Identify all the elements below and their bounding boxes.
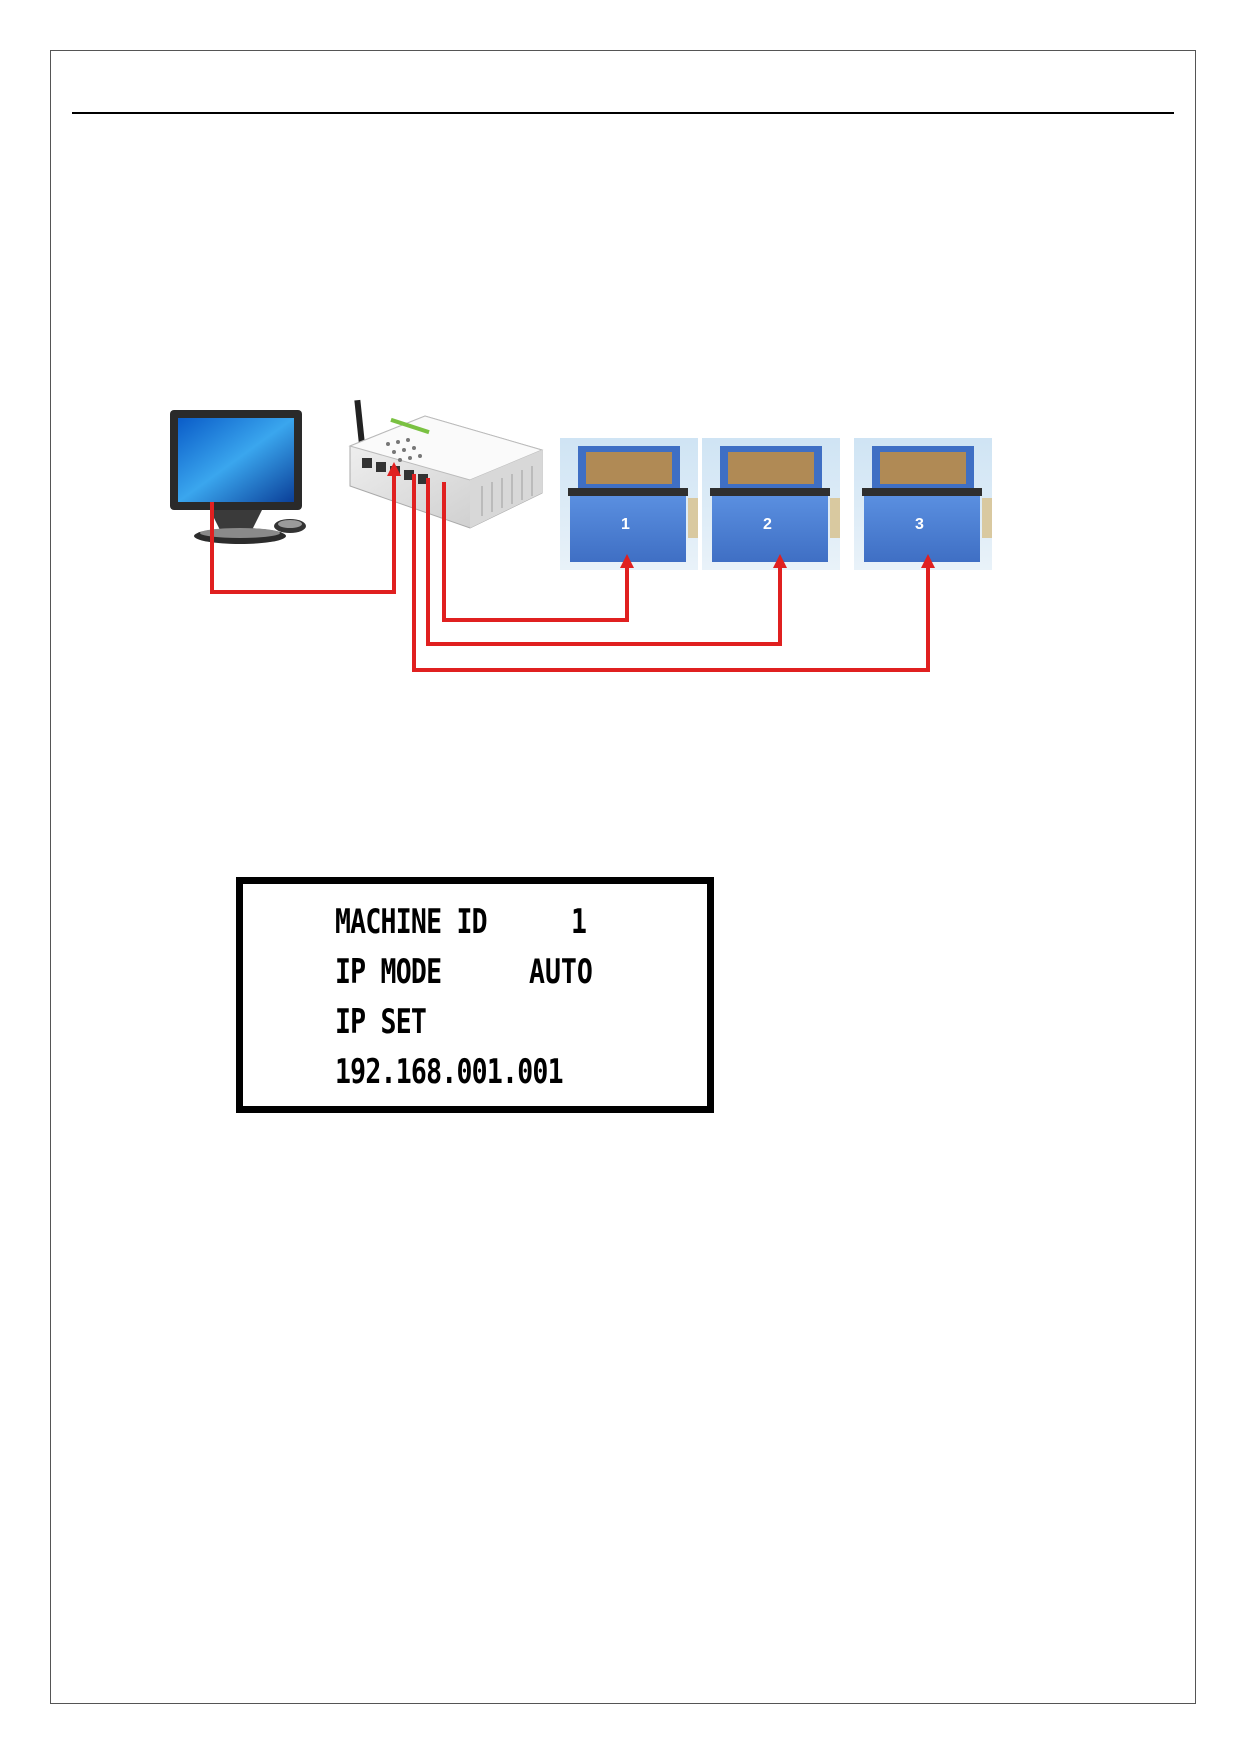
lcd-display: MACHINE ID 1 IP MODE AUTO IP SET 192.168… (236, 877, 714, 1113)
lcd-machine-id-value: 1 (571, 902, 587, 942)
arrow-machine-3 (921, 554, 935, 568)
lcd-ip-mode-label: IP MODE (335, 952, 442, 992)
cable-arrowheads (387, 462, 935, 568)
laser-machine-1: 1 (560, 438, 698, 570)
network-cables (210, 470, 930, 672)
laser-machine-2: 2 (702, 438, 840, 570)
router-icon (348, 399, 544, 529)
arrow-machine-1 (620, 554, 634, 568)
machine-3-label: 3 (915, 516, 924, 533)
page-border (50, 50, 1196, 1704)
cable-computer-router (210, 470, 396, 594)
machine-2-label: 2 (763, 516, 772, 533)
arrow-router (387, 462, 401, 476)
cable-router-machine-2 (426, 478, 782, 646)
network-diagram-svg: 1 2 3 (170, 399, 992, 672)
cable-router-machine-3 (412, 474, 930, 672)
arrow-machine-2 (773, 554, 787, 568)
lcd-machine-id-label: MACHINE ID (335, 902, 488, 942)
machine-1-label: 1 (621, 516, 630, 533)
cable-router-machine-1 (442, 482, 629, 622)
computer-icon (170, 410, 306, 544)
lcd-ip-address: 192.168.001.001 (335, 1052, 564, 1092)
laser-machine-3: 3 (854, 438, 992, 570)
header-rule (72, 112, 1174, 114)
lcd-ip-set-label: IP SET (335, 1002, 427, 1042)
lcd-ip-mode-value: AUTO (529, 952, 593, 992)
network-diagram: 1 2 3 (150, 398, 1010, 688)
